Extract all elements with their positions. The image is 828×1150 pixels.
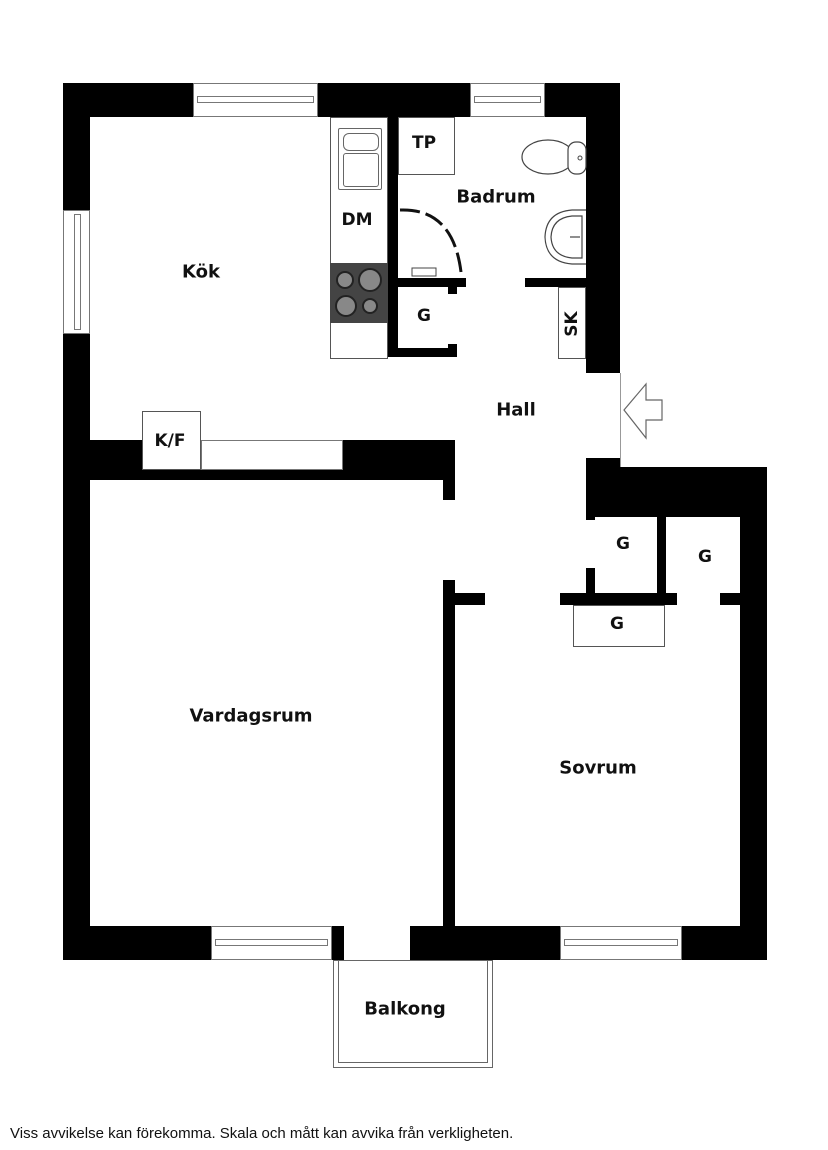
room-label-badrum: Badrum — [456, 186, 536, 208]
kitchen-bench — [201, 440, 343, 470]
balcony — [333, 960, 493, 1068]
wall-left-bottom — [63, 334, 90, 960]
wall-right-lower — [740, 467, 767, 960]
wall-hall-closet-left2 — [586, 568, 595, 598]
wall-living-bedroom — [443, 580, 455, 926]
wall-bottom-mid — [410, 926, 560, 960]
disclaimer-text: Viss avvikelse kan förekomma. Skala och … — [10, 1125, 514, 1142]
wall-hall-closet-div — [657, 498, 666, 598]
wall-bottom-post — [332, 926, 344, 960]
wall-bottom-right — [682, 926, 767, 960]
wall-right-bath — [586, 83, 620, 373]
room-label-vardagsrum: Vardagsrum — [189, 705, 313, 727]
wall-closet-bottom — [388, 348, 456, 357]
window-kitchen-left — [63, 210, 90, 334]
wall-bottom-left — [63, 926, 211, 960]
wall-closet-stub — [448, 344, 457, 357]
sk-box — [558, 287, 586, 359]
wall-bath-bottom-stub — [448, 278, 457, 294]
room-label-balkong: Balkong — [364, 998, 446, 1020]
wall-left-top — [63, 83, 90, 210]
window-living-bottom — [211, 926, 332, 960]
room-label-kok: Kök — [182, 261, 220, 283]
wall-living-stub — [443, 470, 455, 500]
wall-bath-bottom — [388, 278, 466, 287]
stove-icon — [330, 263, 388, 323]
window-bath-top — [470, 83, 545, 117]
fridge-freezer-box — [142, 411, 201, 470]
fixture-label-sk: SK — [562, 311, 582, 337]
closet-label-hall-bottom: G — [610, 614, 624, 634]
tp-box — [398, 117, 455, 175]
window-kitchen-top — [193, 83, 318, 117]
wall-bedroom-right-stub — [720, 593, 745, 605]
wall-step-post — [586, 458, 620, 498]
entrance-arrow-icon — [623, 382, 663, 440]
shower-icon — [399, 208, 463, 277]
hall-closet-box — [573, 605, 665, 647]
fixture-label-dm: DM — [341, 210, 373, 230]
closet-label-hall-left: G — [616, 534, 630, 554]
closet-label-hall-right: G — [698, 547, 712, 567]
wall-bath-left — [388, 117, 398, 357]
washbasin-icon — [544, 209, 586, 265]
wall-hall-closet-bottom — [560, 593, 677, 605]
wall-hall-closet-left — [586, 498, 595, 520]
sink-icon — [338, 128, 382, 190]
closet-label-bath: G — [417, 306, 431, 326]
wall-bath-right-lower — [525, 278, 586, 287]
wall-top-mid — [318, 83, 470, 117]
fixture-label-kf: K/F — [154, 431, 186, 451]
fixture-label-tp: TP — [411, 133, 437, 153]
room-label-sovrum: Sovrum — [559, 757, 637, 779]
room-label-hall: Hall — [496, 399, 536, 421]
window-bedroom-bottom — [560, 926, 682, 960]
entrance-door-line — [620, 373, 621, 467]
wall-bedroom-stub — [443, 593, 485, 605]
toilet-icon — [521, 139, 587, 175]
